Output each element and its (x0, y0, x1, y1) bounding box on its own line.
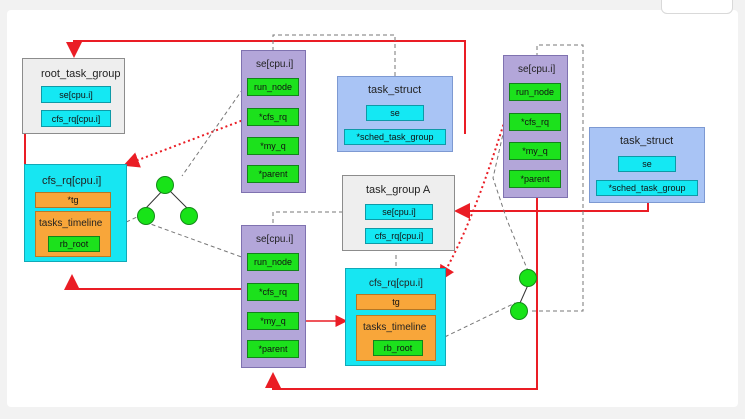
se-bottom-mid-panel: se[cpu.i] run_node *cfs_rq *my_q *parent (241, 225, 306, 368)
se-right-title: se[cpu.i] (518, 64, 556, 75)
link-right-parent-to-bottom-se (265, 186, 538, 390)
tree-node-right (180, 207, 198, 225)
root-task-group-cfs-rq: cfs_rq[cpu.i] (41, 110, 111, 127)
task-group-a-title: task_group A (366, 184, 431, 196)
tree-node-root (156, 176, 174, 194)
a-cfs-rq-panel: cfs_rq[cpu.i] tg tasks_timeline rb_root (345, 268, 446, 366)
task-struct-right-sched-task-group: *sched_task_group (596, 180, 698, 196)
se-bottom-mid-my-q: *my_q (247, 312, 299, 330)
se-right-run-node: run_node (509, 83, 561, 101)
root-cfs-rq-tasks-timeline: tasks_timeline rb_root (35, 211, 111, 257)
se-bottom-mid-cfs-rq: *cfs_rq (247, 283, 299, 301)
task-group-a-se: se[cpu.i] (365, 204, 433, 220)
root-cfs-rq-tasks-timeline-label: tasks_timeline (39, 218, 103, 229)
se-top-mid-cfs-rq: *cfs_rq (247, 108, 299, 126)
se-top-mid-parent: *parent (247, 165, 299, 183)
task-struct-left-title: task_struct (368, 84, 422, 96)
root-task-group-se: se[cpu.i] (41, 86, 111, 103)
root-cfs-rq-panel: cfs_rq[cpu.i] *tg tasks_timeline rb_root (24, 164, 127, 262)
dashed-runnode-to-tree-left (181, 82, 248, 177)
task-struct-right-se: se (618, 156, 676, 172)
task-struct-left-sched-task-group: *sched_task_group (344, 129, 446, 145)
tree-node-right-bottom (510, 302, 528, 320)
se-bottom-mid-parent: *parent (247, 340, 299, 358)
dashed-tree-to-bottom-runnode (144, 221, 248, 260)
dotted-se-right-to-a-cfs (438, 119, 506, 282)
task-group-a-cfs-rq: cfs_rq[cpu.i] (365, 228, 433, 244)
se-top-mid-my-q: *my_q (247, 137, 299, 155)
task-struct-right-panel: task_struct se *sched_task_group (589, 127, 705, 203)
se-right-panel: se[cpu.i] run_node *cfs_rq *my_q *parent (503, 55, 568, 198)
se-right-cfs-rq: *cfs_rq (509, 113, 561, 131)
se-bottom-mid-run-node: run_node (247, 253, 299, 271)
a-cfs-rq-title: cfs_rq[cpu.i] (369, 278, 423, 289)
top-right-widget[interactable] (661, 0, 733, 14)
task-struct-right-title: task_struct (620, 135, 674, 147)
dashed-top-bracket (272, 34, 396, 76)
se-top-mid-panel: se[cpu.i] run_node *cfs_rq *my_q *parent (241, 50, 306, 193)
se-right-my-q: *my_q (509, 142, 561, 160)
root-cfs-rq-rb-root: rb_root (48, 236, 100, 252)
dashed-groupa-to-bottom-se (272, 202, 397, 225)
link-root-group-top-loop (66, 40, 466, 134)
a-cfs-rq-rb-root: rb_root (373, 340, 423, 356)
tree-edge-right-small (519, 284, 529, 304)
a-cfs-rq-tg: tg (356, 294, 436, 310)
task-struct-left-panel: task_struct se *sched_task_group (337, 76, 453, 152)
se-right-parent: *parent (509, 170, 561, 188)
tree-node-left (137, 207, 155, 225)
root-cfs-rq-tg: *tg (35, 192, 111, 208)
task-struct-left-se: se (366, 105, 424, 121)
a-cfs-rq-tasks-timeline: tasks_timeline rb_root (356, 315, 436, 361)
root-task-group-title: root_task_group (41, 68, 121, 80)
tree-node-right-top (519, 269, 537, 287)
root-task-group-panel: root_task_group se[cpu.i] cfs_rq[cpu.i] (22, 58, 125, 134)
se-bottom-mid-title: se[cpu.i] (256, 234, 294, 245)
se-top-mid-run-node: run_node (247, 78, 299, 96)
a-cfs-rq-tasks-timeline-label: tasks_timeline (363, 322, 427, 333)
dotted-se-top-to-root-cfs (123, 118, 247, 168)
task-group-a-panel: task_group A se[cpu.i] cfs_rq[cpu.i] (342, 175, 455, 251)
se-top-mid-title: se[cpu.i] (256, 59, 294, 70)
root-cfs-rq-title: cfs_rq[cpu.i] (42, 175, 102, 187)
link-se-bottom-cfs-to-root-cfs (64, 274, 247, 290)
